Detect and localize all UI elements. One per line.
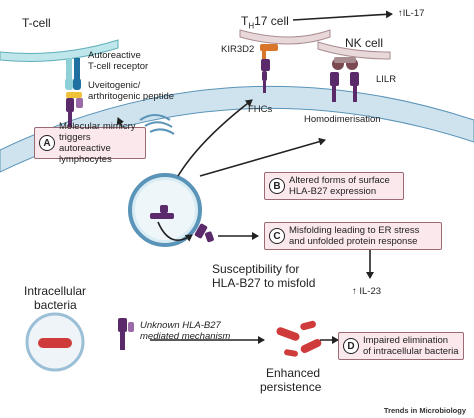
tcr-label-line1: Autoreactive xyxy=(88,50,141,61)
badge-a: A xyxy=(39,135,55,151)
hla-b27-unknown-icon xyxy=(118,318,134,350)
hla-peptide-complex-icon xyxy=(66,92,83,130)
homodimer-icon xyxy=(330,72,359,102)
persistence-line2: persistence xyxy=(260,380,322,394)
nkcell-membrane xyxy=(317,41,391,60)
box-b: B Altered forms of surface HLA-B27 expre… xyxy=(264,172,404,200)
persistence-line1: Enhanced xyxy=(266,366,321,380)
misfolded-hla-icon xyxy=(194,223,214,243)
cell-membrane xyxy=(0,85,474,173)
badge-c: C xyxy=(269,228,285,244)
th17-label: TH17 cell xyxy=(241,14,289,31)
susceptibility-line1: Susceptibility for xyxy=(212,262,300,276)
box-a-line1: Molecular mimicry triggers xyxy=(59,121,136,143)
hla-b27-endosome-icon xyxy=(150,205,174,219)
tcell-membrane xyxy=(0,39,119,62)
box-b-line1: Altered forms of surface xyxy=(289,175,390,186)
persistent-bacteria-icon xyxy=(276,320,322,357)
footer-credit: Trends in Microbiology xyxy=(383,406,466,415)
fhcs-label: FHCs xyxy=(248,104,273,115)
box-d-line2: of intracellular bacteria xyxy=(363,346,459,357)
unknown-line1: Unknown HLA-B27 xyxy=(140,320,221,331)
tcr-label-line2: T-cell receptor xyxy=(88,61,149,72)
unknown-line2: mediated mechanism xyxy=(140,331,231,342)
kir3d2-label: KIR3D2 xyxy=(221,44,255,55)
susceptibility-line2: HLA-B27 to misfold xyxy=(212,276,316,290)
box-c-line2: and unfolded protein response xyxy=(289,236,418,247)
homodimerisation-label: Homodimerisation xyxy=(304,114,381,125)
tcr-icon xyxy=(65,58,81,90)
fhc-icon xyxy=(261,59,270,93)
badge-d: D xyxy=(343,338,359,354)
lilr-label: LILR xyxy=(376,74,397,85)
box-a-line2: autoreactive lymphocytes xyxy=(59,143,112,165)
nkcell-label: NK cell xyxy=(345,36,384,50)
badge-b: B xyxy=(269,178,285,194)
th17-membrane xyxy=(239,29,331,45)
box-b-line2: HLA-B27 expression xyxy=(289,186,377,197)
bacteria-label-line1: Intracellular xyxy=(24,284,87,298)
er-structure-icon xyxy=(139,114,175,135)
tcell-label: T-cell xyxy=(22,16,51,30)
lilr-icon xyxy=(332,57,358,70)
box-a: A Molecular mimicry triggers autoreactiv… xyxy=(34,121,146,165)
box-c-line1: Misfolding leading to ER stress xyxy=(289,225,420,236)
box-d: D Impaired elimination of intracellular … xyxy=(338,332,464,360)
arrows xyxy=(116,10,393,344)
kir3d2-icon xyxy=(260,44,278,59)
peptide-label-line1: Uveitogenic/ xyxy=(88,80,141,91)
peptide-label-line2: arthritogenic peptide xyxy=(88,91,175,102)
bacteria-label-line2: bacteria xyxy=(34,298,77,312)
il23-label: ↑ IL-23 xyxy=(352,286,382,297)
box-d-line1: Impaired elimination xyxy=(363,335,449,346)
box-c: C Misfolding leading to ER stress and un… xyxy=(264,222,442,250)
il17-label: ↑IL-17 xyxy=(398,8,425,19)
bacterium-icon xyxy=(38,338,72,348)
